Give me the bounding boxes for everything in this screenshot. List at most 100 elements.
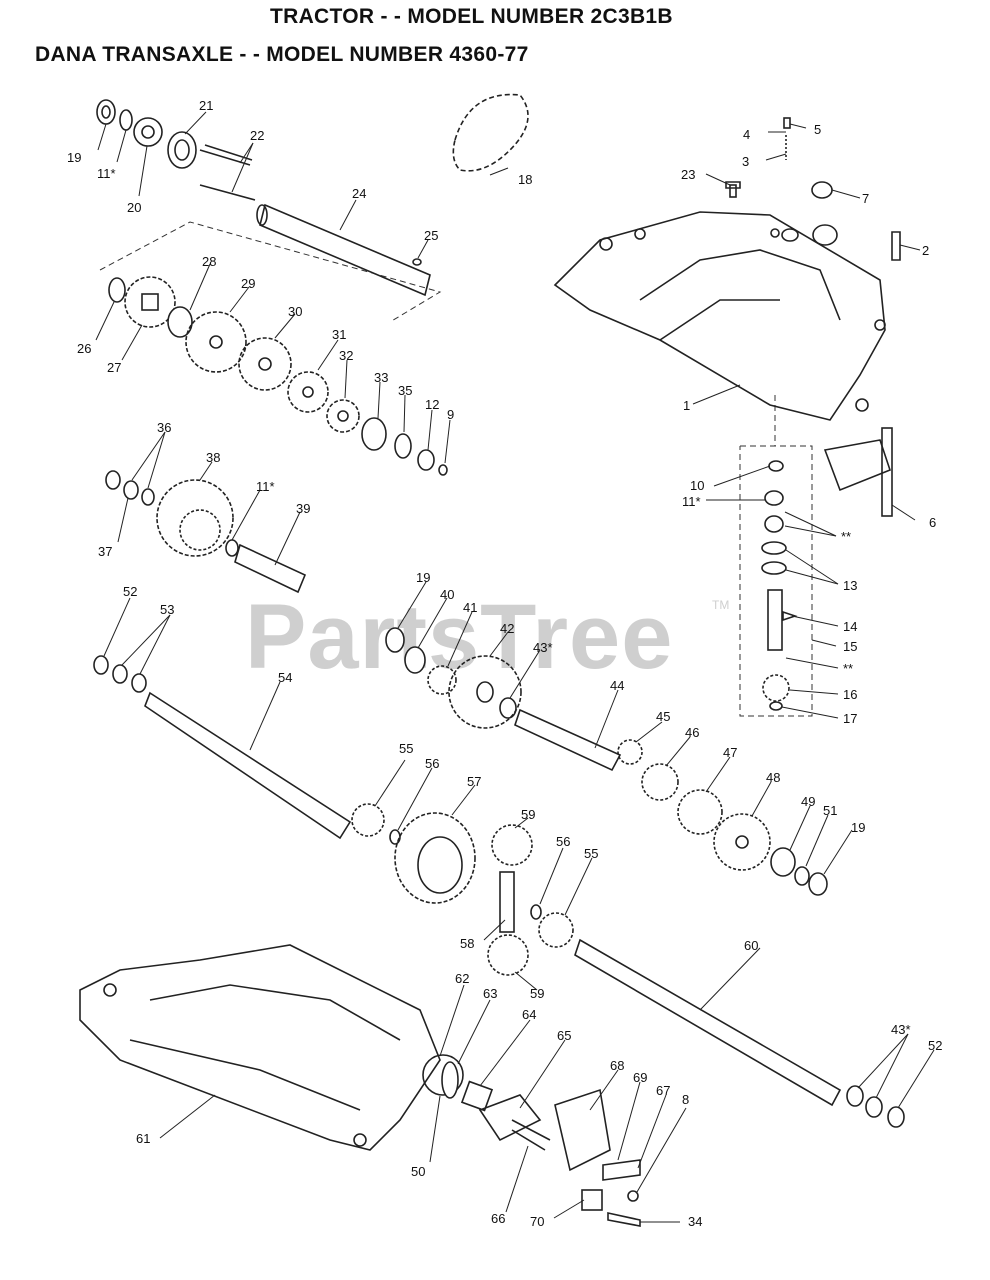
callout-label: 36 xyxy=(157,420,171,435)
callout-label: 26 xyxy=(77,341,91,356)
brake-assembly xyxy=(422,1054,641,1227)
callout-label: 68 xyxy=(610,1058,624,1073)
callout-label: 4 xyxy=(743,127,750,142)
callout-label: 31 xyxy=(332,327,346,342)
callout-label: 45 xyxy=(656,709,670,724)
callout-label: 15 xyxy=(843,639,857,654)
brake-shaft-group xyxy=(385,627,828,896)
callout-label: 10 xyxy=(690,478,704,493)
drive-chain xyxy=(452,93,529,172)
callout-label: 37 xyxy=(98,544,112,559)
callout-label: 42 xyxy=(500,621,514,636)
callout-label: 34 xyxy=(688,1214,702,1229)
callout-label: 9 xyxy=(447,407,454,422)
callout-label: ** xyxy=(843,661,853,676)
callout-label: 16 xyxy=(843,687,857,702)
callout-label: 14 xyxy=(843,619,857,634)
callout-label: 33 xyxy=(374,370,388,385)
watermark: PartsTree xyxy=(245,586,674,688)
callout-label: 25 xyxy=(424,228,438,243)
callout-label: 29 xyxy=(241,276,255,291)
callout-label: 46 xyxy=(685,725,699,740)
assembly-frame-shift-stack xyxy=(739,445,813,717)
assembly-frame-upper-shaft xyxy=(99,221,442,323)
callout-label: 60 xyxy=(744,938,758,953)
callout-label: 2 xyxy=(922,243,929,258)
callout-label: 27 xyxy=(107,360,121,375)
differential-group xyxy=(351,803,905,1128)
callout-label: 55 xyxy=(584,846,598,861)
callout-label: 57 xyxy=(467,774,481,789)
callout-label: 3 xyxy=(742,154,749,169)
callout-leaders xyxy=(95,111,935,1223)
callout-label: 58 xyxy=(460,936,474,951)
callout-label: 44 xyxy=(610,678,624,693)
callout-label: 53 xyxy=(160,602,174,617)
callout-label: 64 xyxy=(522,1007,536,1022)
callout-label: 7 xyxy=(862,191,869,206)
callout-label: 11* xyxy=(256,479,275,494)
callout-label: 43* xyxy=(533,640,553,655)
callout-label: 30 xyxy=(288,304,302,319)
callout-label: 6 xyxy=(929,515,936,530)
callout-label: 55 xyxy=(399,741,413,756)
callout-label: 65 xyxy=(557,1028,571,1043)
callout-label: 23 xyxy=(681,167,695,182)
idler-gear-group xyxy=(105,470,307,594)
callout-label: 59 xyxy=(521,807,535,822)
callout-label: 39 xyxy=(296,501,310,516)
upper-input-shaft-group xyxy=(96,99,431,297)
callout-label: 51 xyxy=(823,803,837,818)
callout-label: 56 xyxy=(556,834,570,849)
lower-transaxle-housing xyxy=(79,944,441,1151)
callout-label: 28 xyxy=(202,254,216,269)
callout-label: 59 xyxy=(530,986,544,1001)
callout-label: 52 xyxy=(928,1038,942,1053)
watermark-trademark: TM xyxy=(712,598,730,612)
callout-label: 12 xyxy=(425,397,439,412)
callout-label: 11* xyxy=(97,166,116,181)
callout-label: 21 xyxy=(199,98,213,113)
callout-label: 18 xyxy=(518,172,532,187)
callout-label: 43* xyxy=(891,1022,911,1037)
shift-shaft-stack xyxy=(761,460,798,711)
callout-label: 49 xyxy=(801,794,815,809)
callout-label: 19 xyxy=(851,820,865,835)
callout-label: 40 xyxy=(440,587,454,602)
callout-label: 19 xyxy=(67,150,81,165)
callout-label: 62 xyxy=(455,971,469,986)
upper-transaxle-housing xyxy=(553,211,886,421)
gear-cluster-upper xyxy=(108,276,448,476)
callout-label: 52 xyxy=(123,584,137,599)
callout-label: 24 xyxy=(352,186,366,201)
callout-label: 48 xyxy=(766,770,780,785)
diagram-title-transaxle: DANA TRANSAXLE - - MODEL NUMBER 4360-77 xyxy=(35,43,529,66)
callout-label: 50 xyxy=(411,1164,425,1179)
callout-label: 56 xyxy=(425,756,439,771)
callout-label: 38 xyxy=(206,450,220,465)
callout-label: 20 xyxy=(127,200,141,215)
callout-label: 69 xyxy=(633,1070,647,1085)
callout-label: 8 xyxy=(682,1092,689,1107)
callout-labels: 1 2 3 4 5 6 7 8 9 10 11* 11* 11* 12 13 1… xyxy=(67,98,942,1229)
callout-label: 1 xyxy=(683,398,690,413)
callout-label: ** xyxy=(841,529,851,544)
callout-label: 63 xyxy=(483,986,497,1001)
callout-label: 66 xyxy=(491,1211,505,1226)
callout-label: 13 xyxy=(843,578,857,593)
callout-label: 70 xyxy=(530,1214,544,1229)
countershaft-group xyxy=(93,655,352,840)
housing-hardware xyxy=(725,117,901,517)
callout-label: 17 xyxy=(843,711,857,726)
diagram-title-tractor: TRACTOR - - MODEL NUMBER 2C3B1B xyxy=(270,5,673,28)
callout-label: 61 xyxy=(136,1131,150,1146)
callout-label: 67 xyxy=(656,1083,670,1098)
callout-label: 22 xyxy=(250,128,264,143)
callout-label: 5 xyxy=(814,122,821,137)
callout-label: 19 xyxy=(416,570,430,585)
callout-label: 47 xyxy=(723,745,737,760)
callout-label: 54 xyxy=(278,670,292,685)
callout-label: 35 xyxy=(398,383,412,398)
callout-label: 11* xyxy=(682,494,701,509)
